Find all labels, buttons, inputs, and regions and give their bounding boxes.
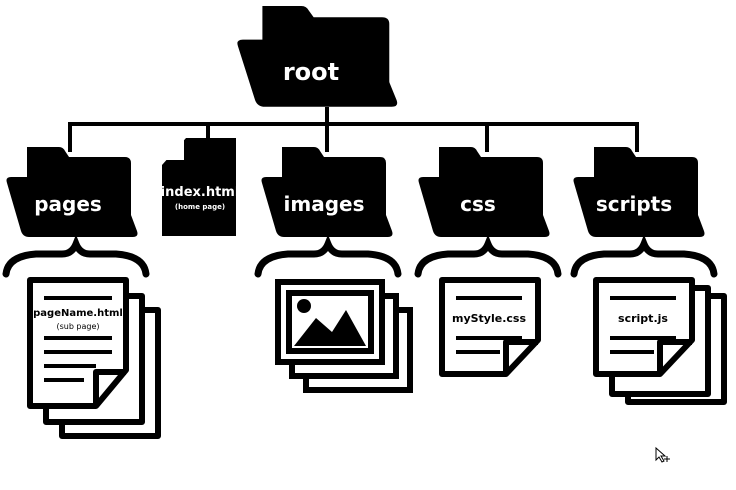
index-document-label: index.html — [161, 185, 240, 200]
brace-icon — [574, 244, 714, 274]
scripts-document-label: script.js — [618, 312, 668, 325]
pages-document-subtitle: (sub page) — [56, 322, 99, 331]
brace-icon — [418, 244, 558, 274]
index-document-subtitle: (home page) — [175, 203, 225, 211]
index-document: index.html (home page) — [161, 138, 240, 236]
css-folder: css — [417, 145, 551, 239]
css-document — [439, 277, 541, 377]
pages-folder-label: pages — [34, 192, 102, 216]
brace-icon — [6, 244, 146, 274]
image-icon — [286, 290, 374, 354]
scripts-document-stack — [593, 277, 727, 405]
pages-document-stack — [27, 277, 161, 439]
tree-connectors — [68, 107, 639, 152]
pages-document-label: pageName.html — [33, 308, 123, 319]
cursor-icon — [655, 446, 670, 463]
css-document-label: myStyle.css — [452, 312, 526, 325]
css-folder-label: css — [460, 192, 496, 216]
images-folder-label: images — [284, 192, 365, 216]
pages-folder: pages — [5, 145, 139, 239]
scripts-folder: scripts — [572, 145, 706, 239]
folder-icon — [235, 4, 400, 109]
brace-icon — [258, 244, 398, 274]
root-folder-label: root — [283, 58, 339, 86]
root-folder: root — [235, 4, 400, 109]
images-stack — [275, 279, 413, 393]
images-folder: images — [260, 145, 394, 239]
document-icon — [162, 138, 236, 236]
scripts-folder-label: scripts — [596, 192, 672, 216]
